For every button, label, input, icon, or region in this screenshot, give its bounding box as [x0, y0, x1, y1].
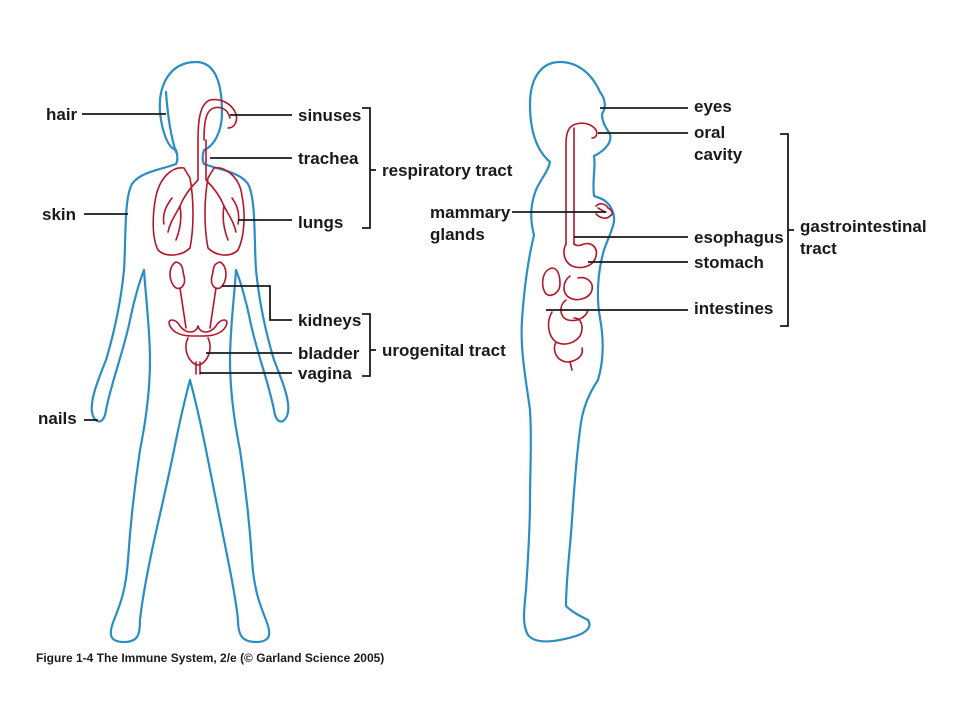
- label-gi-tract: tract: [800, 239, 837, 258]
- front-trachea-organ: [179, 139, 225, 207]
- label-vagina: vagina: [298, 364, 352, 383]
- label-bladder: bladder: [298, 344, 360, 363]
- label-intestines: intestines: [694, 299, 773, 318]
- urogenital-bracket: [362, 313, 371, 377]
- front-hair-line: [164, 90, 178, 154]
- label-sinuses: sinuses: [298, 106, 361, 125]
- front-urogenital-organ: [168, 319, 228, 375]
- front-sinuses-organ: [197, 98, 238, 141]
- side-stomach-organ: [563, 242, 598, 269]
- side-esophagus-organ: [565, 122, 598, 245]
- respiratory-bracket: [362, 107, 371, 229]
- label-mammary: mammary: [430, 203, 511, 222]
- label-respiratory-tract: respiratory tract: [382, 161, 513, 180]
- side-body-outline: [520, 60, 616, 643]
- label-lungs: lungs: [298, 213, 343, 232]
- figure-caption: Figure 1-4 The Immune System, 2/e (© Gar…: [36, 651, 384, 665]
- labels: hair skin nails sinuses trachea lungs re…: [38, 97, 927, 428]
- label-kidneys: kidneys: [298, 311, 361, 330]
- label-glands: glands: [430, 225, 485, 244]
- label-oral: oral: [694, 123, 725, 142]
- side-figure: [520, 60, 616, 643]
- front-figure: [90, 60, 290, 644]
- label-cavity: cavity: [694, 145, 743, 164]
- label-trachea: trachea: [298, 149, 359, 168]
- label-nails: nails: [38, 409, 77, 428]
- label-hair: hair: [46, 105, 78, 124]
- front-body-outline: [90, 60, 290, 644]
- side-intestines-organ: [547, 275, 594, 371]
- kidneys-leader: [222, 285, 292, 321]
- label-skin: skin: [42, 205, 76, 224]
- label-esophagus: esophagus: [694, 228, 784, 247]
- label-gastrointestinal: gastrointestinal: [800, 217, 927, 236]
- front-lungs-organ: [152, 167, 245, 256]
- label-urogenital-tract: urogenital tract: [382, 341, 506, 360]
- side-liver-organ: [541, 267, 561, 297]
- leader-lines: [82, 107, 794, 421]
- front-kidneys-organ: [169, 261, 227, 329]
- label-stomach: stomach: [694, 253, 764, 272]
- label-eyes: eyes: [694, 97, 732, 116]
